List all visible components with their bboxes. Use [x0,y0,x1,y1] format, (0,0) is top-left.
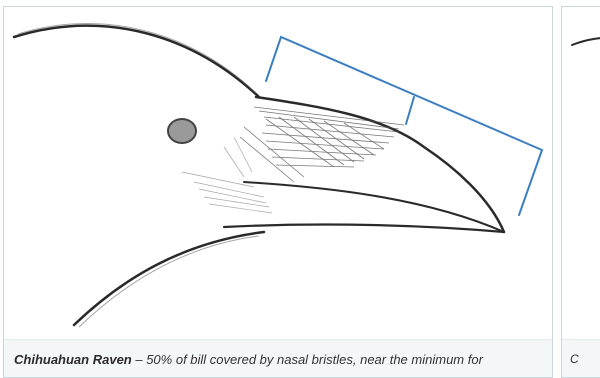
caption-text: Chihuahuan Raven – 50% of bill covered b… [14,352,544,367]
gallery-card-chihuahuan-raven[interactable]: Chihuahuan Raven – 50% of bill covered b… [3,6,553,378]
face-shading [182,137,272,213]
image-caption: Chihuahuan Raven – 50% of bill covered b… [4,339,552,378]
head-outline-echo [18,24,256,93]
head-outline [14,26,259,97]
nasal-bristles [240,107,404,182]
gallery-card-next[interactable]: C [561,6,600,378]
next-card-caption-text: C [570,352,600,366]
throat-outline [74,232,264,325]
eye [168,119,196,143]
next-card-illustration [562,7,600,339]
throat-outline-echo [79,236,259,327]
next-card-caption: C [562,339,600,378]
bill-measure-brackets [266,37,542,215]
caption-description: – 50% of bill covered by nasal bristles,… [132,352,483,367]
caption-species: Chihuahuan Raven [14,352,132,367]
mouth-line [224,225,504,232]
raven-head-illustration [4,7,552,339]
